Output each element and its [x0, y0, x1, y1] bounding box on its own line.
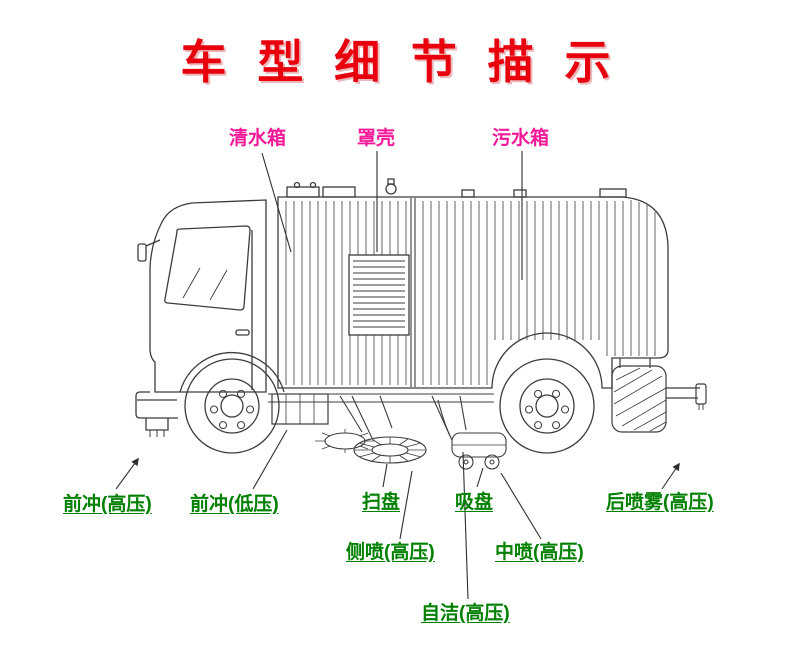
leader-clean-water-tank: [261, 152, 292, 253]
wheels: [184, 358, 595, 454]
label-front-flush-high-pressure: 前冲(高压): [63, 494, 152, 515]
label-middle-spray-high-pressure: 中喷(高压): [495, 542, 584, 563]
label-clean-water-tank: 清水箱: [229, 128, 287, 149]
leader-middle-spray: [500, 472, 542, 540]
rear-brush-unit: [611, 358, 707, 433]
label-self-clean-high-pressure: 自洁(高压): [421, 603, 510, 624]
label-rear-mist-high-pressure: 后喷雾(高压): [606, 492, 714, 513]
leader-self-clean: [462, 451, 469, 600]
cover-shell-grille: [348, 254, 410, 336]
label-front-flush-low-pressure: 前冲(低压): [190, 494, 279, 515]
label-cover-shell: 罩壳: [357, 128, 396, 149]
page-title: 车 型 细 节 描 示: [180, 36, 620, 88]
leader-lines: [115, 151, 680, 600]
leader-suction-plate: [476, 467, 484, 488]
label-side-spray-high-pressure: 侧喷(高压): [346, 542, 435, 563]
leader-side-spray: [399, 470, 413, 540]
label-sweep-disc: 扫盘: [362, 492, 401, 513]
leader-sweep-disc: [382, 463, 388, 488]
sweep-equipment: [315, 395, 507, 470]
label-suction-plate: 吸盘: [455, 492, 494, 513]
tank-body: [277, 178, 669, 389]
leader-front-flush-low: [252, 429, 288, 490]
label-sewage-tank: 污水箱: [492, 128, 550, 149]
leader-rear-mist: [661, 462, 680, 490]
leader-front-flush-high: [115, 457, 139, 490]
chassis: [268, 393, 494, 425]
cab: [135, 199, 285, 437]
